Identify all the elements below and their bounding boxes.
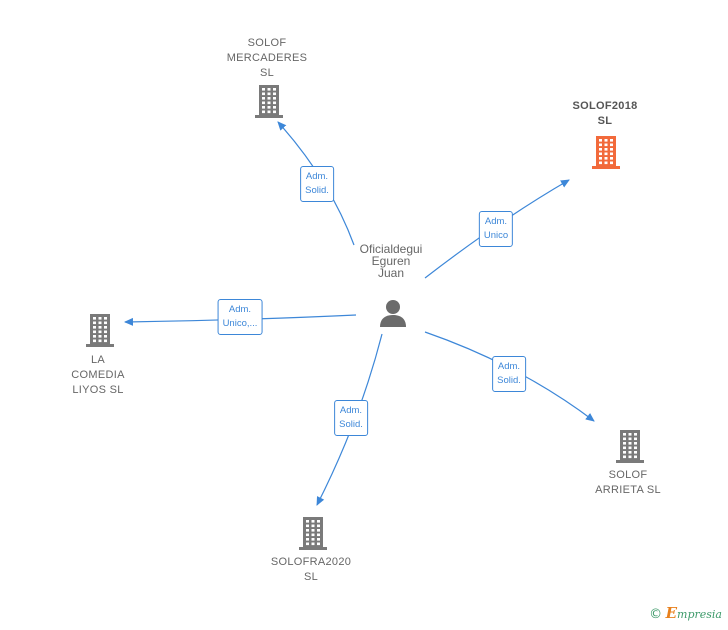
company-label-solof-arrieta[interactable]: SOLOF ARRIETA SL	[595, 469, 661, 496]
building-icon-la-comedia-liyos[interactable]	[84, 312, 116, 348]
person-name-label: Oficialdegui Eguren Juan	[359, 242, 423, 280]
building-icon-solof2018[interactable]	[590, 134, 622, 170]
edge-label-solof2018[interactable]: Adm. Unico	[478, 211, 514, 247]
edge-label-solof-mercaderes[interactable]: Adm. Solid.	[300, 166, 334, 202]
person-icon[interactable]	[378, 298, 408, 328]
building-icon-solofra2020[interactable]	[297, 515, 329, 551]
edge-label-solof-arrieta[interactable]: Adm. Solid.	[492, 356, 526, 392]
company-label-solof2018[interactable]: SOLOF2018 SL	[572, 100, 638, 127]
company-label-solof-mercaderes[interactable]: SOLOF MERCADERES SL	[226, 37, 308, 79]
edge-label-solofra2020[interactable]: Adm. Solid.	[334, 400, 368, 436]
copyright-symbol: ©	[649, 607, 663, 622]
brand-initial: E	[665, 604, 678, 622]
company-label-la-comedia-liyos[interactable]: LA COMEDIA LIYOS SL	[71, 354, 125, 396]
building-icon-solof-arrieta[interactable]	[614, 428, 646, 464]
building-icon-solof-mercaderes[interactable]	[253, 83, 285, 119]
edge-label-la-comedia-liyos[interactable]: Adm. Unico,...	[217, 299, 263, 335]
credit-badge: © Empresia	[649, 604, 722, 622]
company-label-solofra2020[interactable]: SOLOFRA2020 SL	[270, 556, 352, 583]
brand-name: mpresia	[677, 608, 722, 621]
